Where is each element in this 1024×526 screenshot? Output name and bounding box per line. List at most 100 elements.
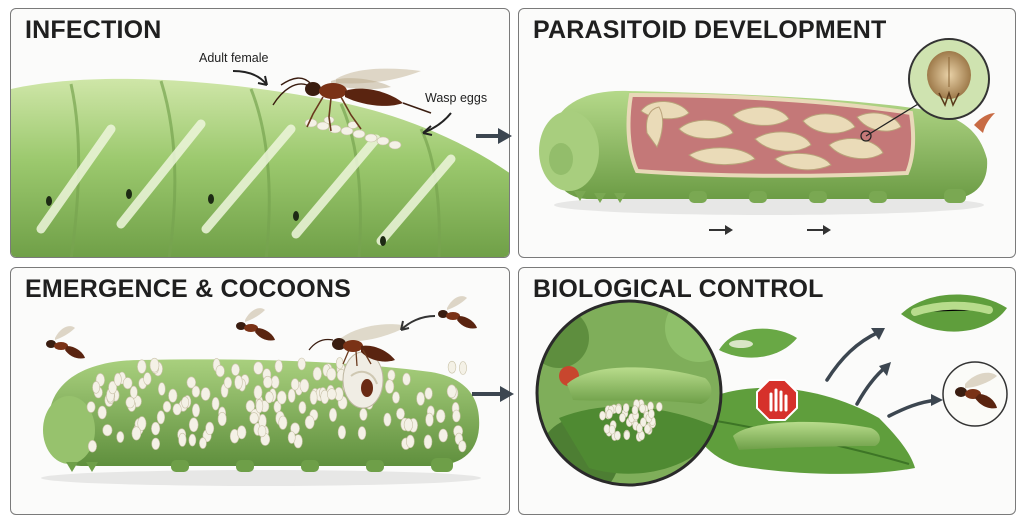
cocoon <box>211 397 220 411</box>
cocoon <box>335 357 344 370</box>
stop-hand-icon <box>756 379 798 421</box>
cocoon <box>215 364 225 378</box>
cocoon <box>359 408 368 421</box>
cocoon <box>328 407 337 422</box>
cocoon <box>298 401 307 414</box>
cocoon <box>396 407 405 420</box>
spiracles <box>46 189 386 246</box>
cocoon <box>97 405 107 420</box>
cocoon <box>87 440 97 453</box>
cocoon <box>631 405 639 415</box>
cocoon <box>178 432 187 447</box>
leaf-icon <box>719 328 797 358</box>
cocoon <box>644 424 651 434</box>
cocoon <box>237 425 247 440</box>
cocoon <box>402 372 411 386</box>
cocoon <box>309 390 318 405</box>
cocoon <box>158 382 166 396</box>
cocoon <box>191 385 201 398</box>
cocoon <box>614 430 621 441</box>
label-wasp-eggs: Wasp eggs <box>425 91 488 105</box>
caterpillar-icon <box>733 421 880 450</box>
caterpillar-stripes <box>36 119 456 246</box>
cocoon <box>623 430 631 441</box>
cocoon <box>387 369 396 382</box>
panel-emergence-cocoons: EMERGENCE & COCOONS <box>10 267 510 515</box>
cocoon <box>199 437 207 449</box>
cocoon <box>615 404 622 415</box>
cocoon <box>149 357 160 373</box>
cocoon <box>278 415 288 430</box>
cocoon <box>357 426 367 440</box>
wasp-icon <box>236 308 275 341</box>
cocoon <box>599 410 606 421</box>
cocoon <box>253 385 263 400</box>
cocoon <box>188 417 199 433</box>
biocontrol-illustration <box>535 294 1008 487</box>
cocoon <box>447 360 457 374</box>
infection-illustration <box>11 68 509 257</box>
magnifier-lens <box>535 299 723 487</box>
cocoon <box>326 367 337 381</box>
cocoon <box>264 391 274 404</box>
panel-parasitoid-development: PARASITOID DEVELOPMENT <box>518 8 1016 258</box>
cocoon <box>168 388 178 403</box>
cocoon <box>287 431 296 444</box>
cocoon <box>403 418 414 432</box>
cocoon <box>181 396 190 409</box>
cocoon <box>416 391 425 406</box>
cocoon <box>648 409 655 419</box>
cocoon <box>452 409 461 423</box>
cocoon <box>337 425 347 440</box>
cocoon <box>290 378 300 391</box>
cocoon <box>245 400 255 413</box>
cocoon <box>143 372 152 386</box>
leaf-icon <box>901 294 1007 332</box>
cocoon <box>186 376 197 389</box>
cocoon <box>200 387 211 401</box>
cocoon <box>656 402 663 412</box>
wasp-icon <box>308 324 407 367</box>
cocoon-icon <box>86 357 467 453</box>
cocoon <box>129 385 138 399</box>
cocoon <box>619 412 626 423</box>
cocoon <box>446 384 457 399</box>
panel-title-emergence-cocoons: EMERGENCE & COCOONS <box>25 275 352 303</box>
panel-biological-control: BIOLOGICAL CONTROL <box>518 267 1016 515</box>
cocoon <box>116 431 125 443</box>
panel-title-parasitoid-development: PARASITOID DEVELOPMENT <box>533 16 887 44</box>
label-adult-female: Adult female <box>199 51 269 65</box>
emergence-illustration <box>41 296 481 486</box>
cocoon <box>270 375 280 389</box>
cocoon <box>137 359 147 374</box>
cocoon <box>458 440 467 453</box>
cocoon <box>92 381 100 394</box>
cocoon <box>231 363 240 376</box>
cocoon <box>234 375 243 390</box>
caterpillar-legs <box>66 458 453 472</box>
cocoon <box>122 377 133 390</box>
cocoon <box>156 410 165 425</box>
cocoon <box>86 401 96 413</box>
cocoon <box>326 388 337 401</box>
step-arrows <box>709 225 831 235</box>
cocoon <box>640 417 647 427</box>
cocoon <box>304 415 315 430</box>
cocoon <box>255 399 264 414</box>
cocoon <box>405 434 415 448</box>
cocoon <box>312 366 322 381</box>
cocoon <box>459 361 467 375</box>
cocoon <box>622 403 630 413</box>
cocoon <box>392 391 400 404</box>
cocoon <box>299 378 310 393</box>
cocoon <box>436 409 446 423</box>
panel-title-infection: INFECTION <box>25 16 162 44</box>
cocoon <box>425 412 434 427</box>
cocoon <box>108 380 117 395</box>
cocoon <box>424 387 433 400</box>
cocoon <box>137 416 147 431</box>
cocoon <box>172 403 182 416</box>
cocoon <box>423 434 433 450</box>
wasp-icon <box>272 68 432 132</box>
cocoon <box>249 412 259 425</box>
